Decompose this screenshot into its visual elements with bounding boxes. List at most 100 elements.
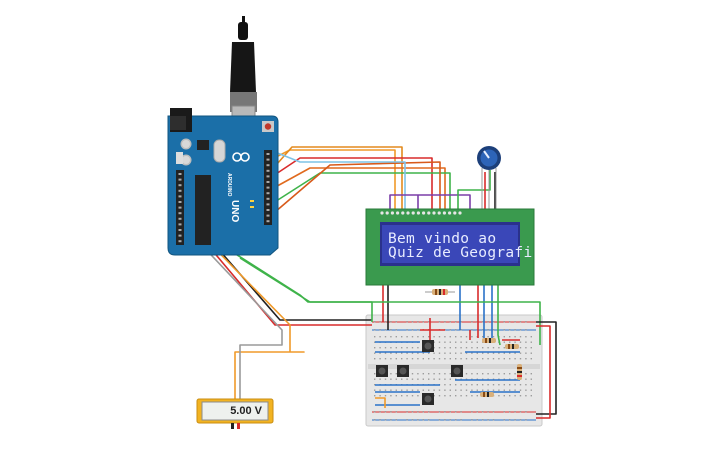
hole: [379, 329, 381, 331]
hole: [428, 352, 430, 354]
lcd-pin[interactable]: [416, 211, 420, 215]
hole: [401, 352, 403, 354]
resistor-1[interactable]: [482, 338, 496, 343]
hole: [266, 153, 270, 155]
hole: [422, 419, 424, 421]
hole: [444, 395, 446, 397]
hole: [411, 373, 414, 375]
arduino-uno-board[interactable]: [167, 16, 279, 256]
hole: [449, 378, 451, 380]
lcd-pin[interactable]: [453, 211, 457, 215]
hole: [417, 358, 419, 360]
hole: [492, 352, 495, 354]
lcd-pin[interactable]: [406, 211, 410, 215]
hole: [449, 321, 451, 323]
hole: [487, 389, 489, 391]
hole: [428, 419, 430, 421]
resistor-3[interactable]: [517, 364, 522, 380]
hole: [433, 395, 435, 397]
hole: [482, 419, 484, 421]
hole: [514, 358, 516, 360]
resistor-2[interactable]: [505, 344, 519, 349]
hole: [460, 389, 462, 391]
hole: [449, 352, 451, 354]
hole: [438, 395, 441, 397]
lcd-pin[interactable]: [422, 211, 426, 215]
lcd-pin[interactable]: [411, 211, 415, 215]
hole: [498, 352, 500, 354]
hole: [411, 419, 414, 421]
hole: [411, 389, 414, 391]
lcd-pin[interactable]: [442, 211, 446, 215]
multimeter[interactable]: [196, 398, 274, 429]
hole: [509, 321, 511, 323]
hole: [471, 411, 473, 413]
hole: [401, 389, 403, 391]
hole: [514, 419, 516, 421]
hole: [525, 411, 527, 413]
hole: [465, 358, 468, 360]
hole: [476, 384, 478, 386]
hole: [411, 321, 414, 323]
hole: [178, 184, 182, 187]
hole: [476, 419, 478, 421]
hole: [455, 419, 457, 421]
push-button-4[interactable]: [451, 365, 463, 377]
lcd-pin[interactable]: [448, 211, 452, 215]
hole: [449, 411, 451, 413]
push-button-3[interactable]: [397, 365, 409, 377]
potentiometer[interactable]: [477, 146, 501, 212]
hole: [509, 389, 511, 391]
push-button-2[interactable]: [376, 365, 388, 377]
hole: [530, 395, 532, 397]
hole: [525, 358, 527, 360]
hole: [417, 373, 419, 375]
hole: [266, 158, 270, 161]
hole: [433, 378, 435, 380]
hole: [503, 358, 505, 360]
hole: [379, 336, 381, 338]
hole: [438, 411, 441, 413]
push-button-1[interactable]: [422, 340, 434, 352]
hole: [422, 321, 424, 323]
hole: [422, 336, 424, 338]
hole: [379, 347, 381, 349]
hole: [476, 352, 478, 354]
hole: [519, 411, 522, 413]
lcd-pin[interactable]: [380, 211, 384, 215]
hole: [503, 341, 505, 343]
lcd-pin[interactable]: [432, 211, 436, 215]
hole: [395, 329, 397, 331]
lcd-pin[interactable]: [401, 211, 405, 215]
lcd-pin[interactable]: [390, 211, 394, 215]
hole: [374, 373, 376, 375]
hole: [460, 419, 462, 421]
hole: [525, 329, 527, 331]
hole: [417, 419, 419, 421]
resistor-lcd[interactable]: [425, 289, 455, 295]
push-button-5[interactable]: [422, 393, 434, 405]
lcd-pin[interactable]: [458, 211, 462, 215]
hole: [503, 347, 505, 349]
hole: [519, 329, 522, 331]
resistor-4[interactable]: [480, 392, 494, 397]
hole: [455, 341, 457, 343]
hole: [266, 164, 270, 167]
hole: [509, 384, 511, 386]
lcd-pin[interactable]: [385, 211, 389, 215]
hole: [482, 389, 484, 391]
lcd-pin[interactable]: [427, 211, 431, 215]
hole: [406, 336, 408, 338]
hole: [503, 352, 505, 354]
hole: [465, 352, 468, 354]
hole: [530, 389, 532, 391]
reset-button[interactable]: [264, 123, 272, 130]
lcd-pin[interactable]: [437, 211, 441, 215]
hole: [514, 389, 516, 391]
hole: [471, 341, 473, 343]
lcd-pin[interactable]: [396, 211, 400, 215]
hole: [444, 321, 446, 323]
hole: [530, 378, 532, 380]
hole: [465, 347, 468, 349]
